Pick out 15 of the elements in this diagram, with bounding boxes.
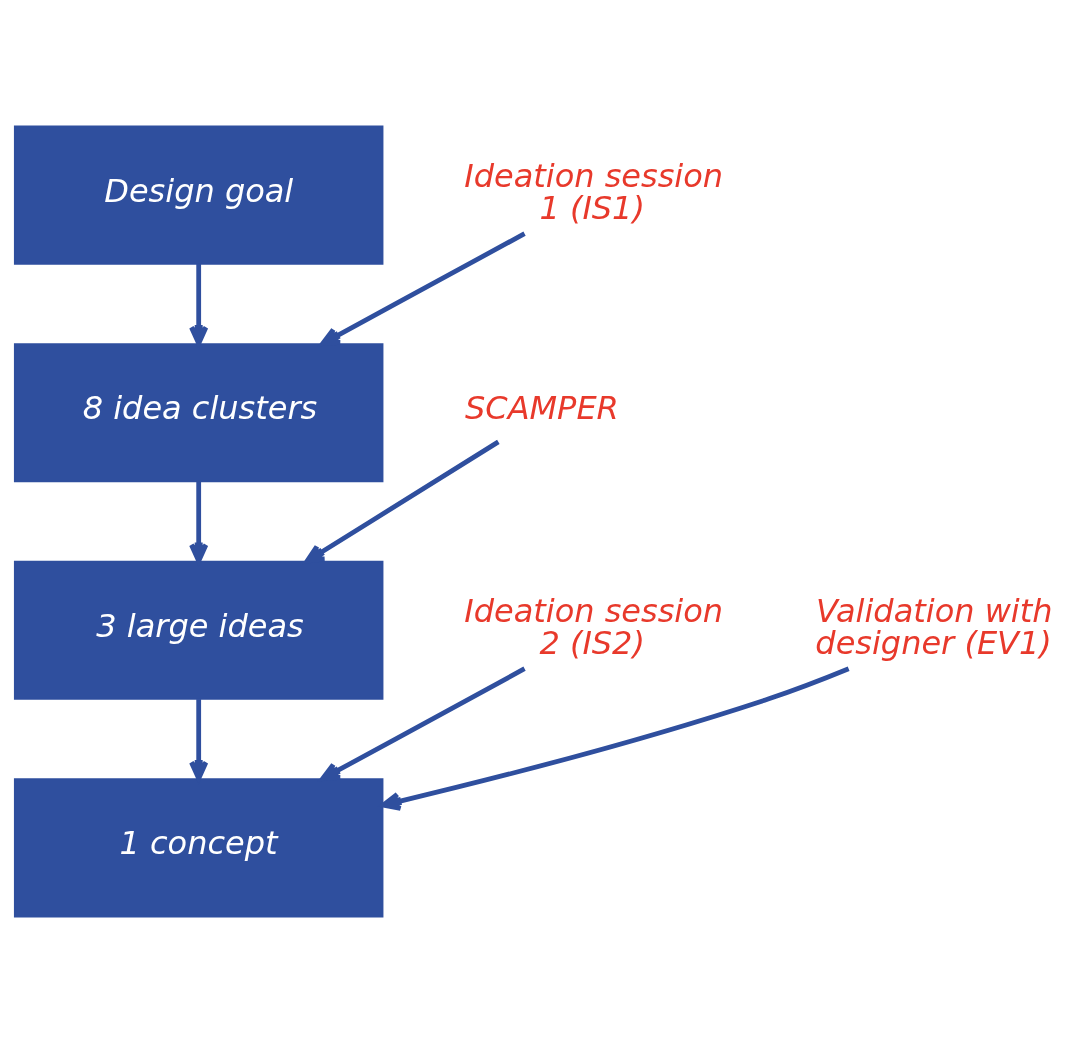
- arrow: [189, 264, 209, 346]
- arrow: [189, 481, 209, 564]
- arrow: [380, 666, 850, 811]
- arrow: [304, 439, 500, 564]
- arrow: [320, 231, 526, 347]
- node-box: 8 idea clusters: [13, 343, 384, 483]
- node-text: Validation with designer (EV1): [815, 592, 1053, 663]
- node-box: 1 concept: [13, 778, 384, 918]
- node-box: 3 large ideas: [13, 560, 384, 700]
- arrow: [320, 666, 526, 782]
- node-text: SCAMPER: [465, 389, 619, 428]
- node-text: Ideation session 2 (IS2): [464, 592, 724, 663]
- node-text: Ideation session 1 (IS1): [464, 157, 724, 228]
- arrow: [189, 699, 209, 781]
- node-box: Design goal: [13, 125, 384, 265]
